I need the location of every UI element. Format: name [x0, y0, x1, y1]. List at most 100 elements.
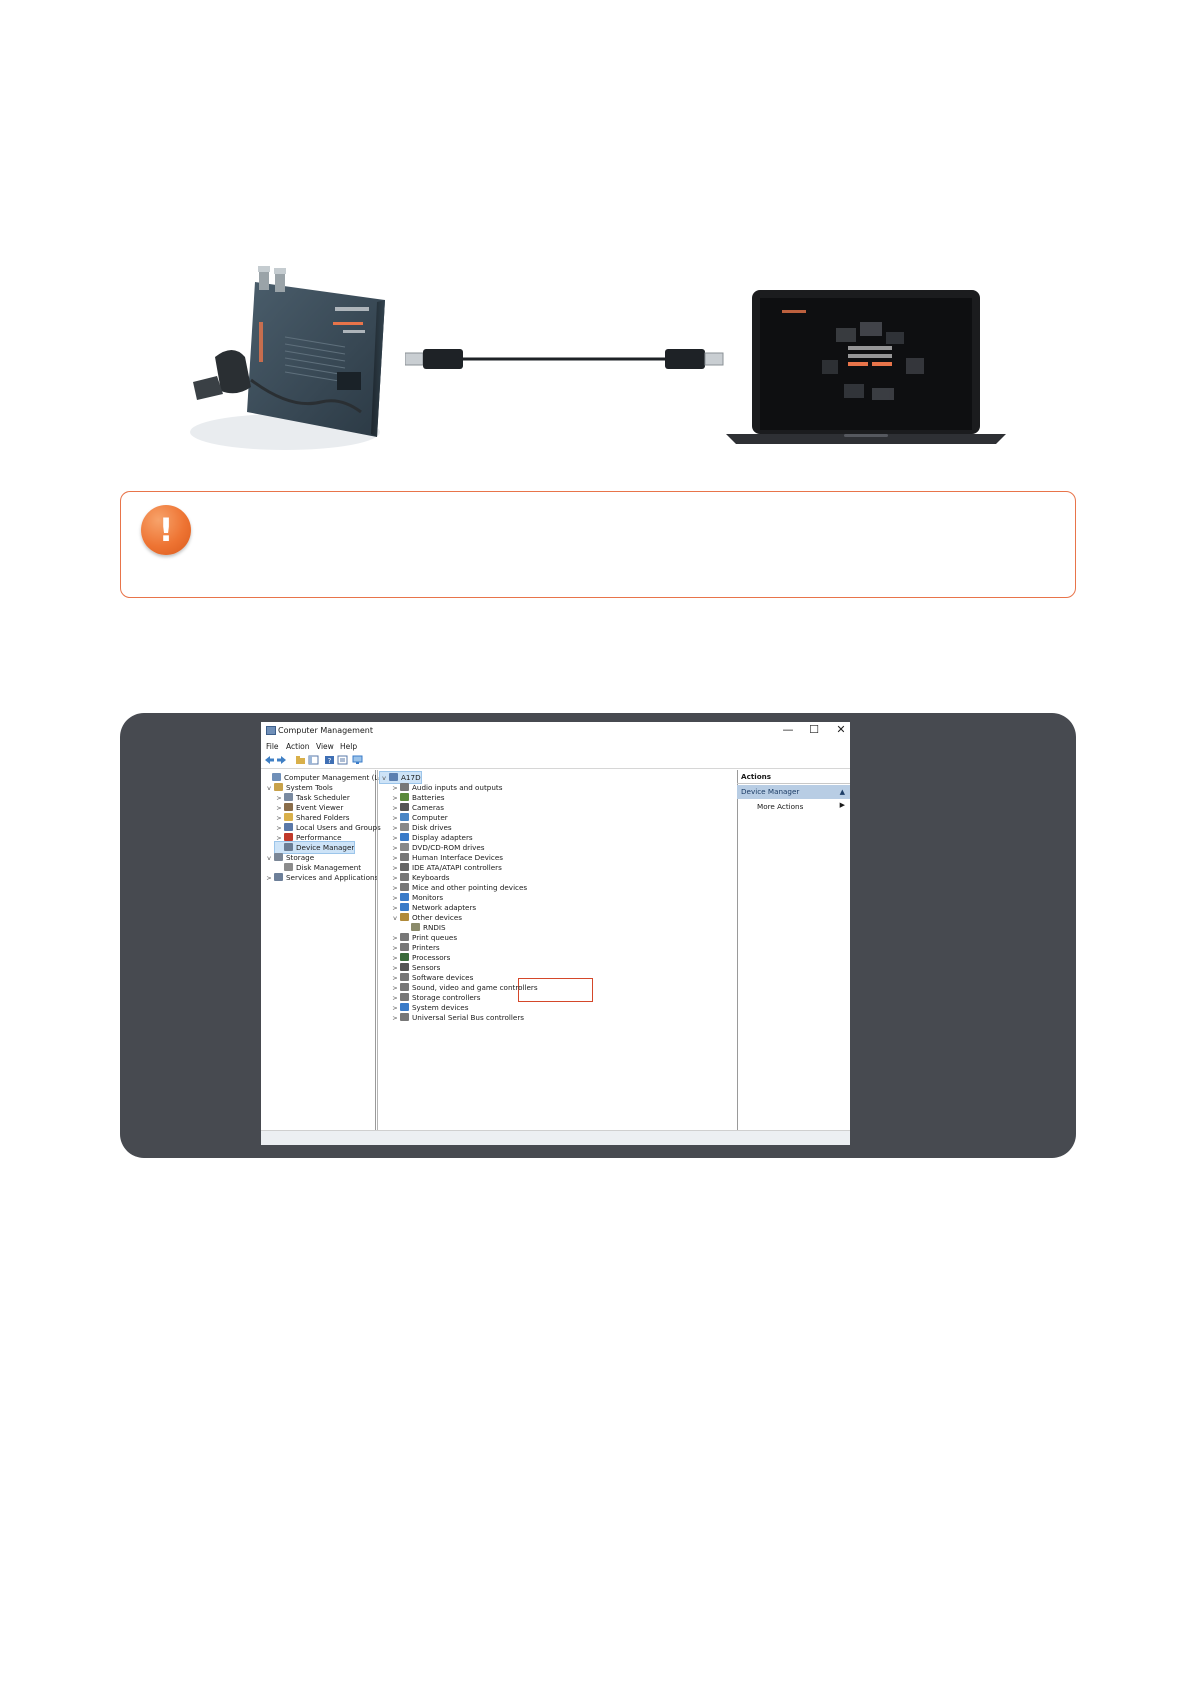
device-category-icon [400, 873, 409, 881]
console-tree-item[interactable]: >Services and Applications [265, 872, 378, 883]
device-category-icon [400, 973, 409, 981]
console-tree-item[interactable]: >Event Viewer [275, 802, 343, 813]
device-category-icon [400, 843, 409, 851]
chevron-right-icon[interactable]: > [276, 834, 282, 842]
chevron-right-icon[interactable]: > [392, 934, 398, 942]
actions-device-manager-label: Device Manager [741, 787, 800, 796]
properties-icon[interactable] [337, 755, 348, 765]
help-icon[interactable]: ? [324, 755, 335, 765]
minimize-button[interactable]: — [782, 723, 794, 736]
device-tree-item[interactable]: >Print queues [391, 932, 457, 943]
chevron-right-icon[interactable]: > [392, 864, 398, 872]
monitor-icon[interactable] [352, 755, 363, 765]
chevron-right-icon[interactable]: > [276, 804, 282, 812]
device-tree-item[interactable]: RNDIS [402, 922, 446, 933]
chevron-right-icon[interactable]: > [276, 814, 282, 822]
chevron-right-icon[interactable]: > [392, 814, 398, 822]
chevron-down-icon[interactable]: v [382, 774, 386, 782]
back-arrow-icon[interactable] [264, 755, 275, 765]
chevron-right-icon[interactable]: > [392, 994, 398, 1002]
menu-view[interactable]: View [316, 742, 334, 751]
device-tree-item[interactable]: > Software devices [391, 972, 473, 983]
device-tree-item[interactable]: >IDE ATA/ATAPI controllers [391, 862, 502, 873]
more-actions[interactable]: More Actions [757, 802, 804, 811]
device-tree-item[interactable]: >Cameras [391, 802, 444, 813]
close-button[interactable]: ✕ [836, 723, 846, 736]
chevron-right-icon[interactable]: > [392, 804, 398, 812]
device-tree-item[interactable]: > Processors [391, 952, 450, 963]
console-tree-icon[interactable] [308, 755, 319, 765]
console-tree-item[interactable]: >Performance [275, 832, 342, 843]
device-tree-label: Computer [412, 813, 448, 822]
collapse-caret-icon[interactable]: ▲ [839, 788, 845, 796]
chevron-right-icon[interactable]: > [392, 964, 398, 972]
maximize-button[interactable]: ☐ [809, 723, 819, 736]
device-category-icon [400, 903, 409, 911]
actions-device-manager[interactable]: Device Manager ▲ [737, 785, 850, 799]
console-tree-item[interactable]: > Local Users and Groups [275, 822, 381, 833]
chevron-right-icon[interactable]: > [392, 944, 398, 952]
chevron-right-icon[interactable]: > [276, 824, 282, 832]
chevron-right-icon[interactable]: > [266, 874, 272, 882]
chevron-right-icon[interactable]: > [392, 834, 398, 842]
console-tree-item[interactable]: >Shared Folders [275, 812, 350, 823]
submenu-arrow-icon[interactable]: ▶ [839, 801, 845, 809]
device-tree-item[interactable]: >DVD/CD-ROM drives [391, 842, 485, 853]
console-tree-item[interactable]: >Task Scheduler [275, 792, 350, 803]
chevron-right-icon[interactable]: > [392, 784, 398, 792]
device-tree-item[interactable]: >Sensors [391, 962, 440, 973]
chevron-right-icon[interactable]: > [276, 794, 282, 802]
console-tree-item[interactable]: Device Manager [273, 841, 356, 854]
menu-action[interactable]: Action [286, 742, 310, 751]
chevron-right-icon[interactable]: > [392, 1014, 398, 1022]
device-category-icon [274, 853, 283, 861]
chevron-right-icon[interactable]: > [392, 854, 398, 862]
forward-arrow-icon[interactable] [276, 755, 287, 765]
chevron-right-icon[interactable]: > [392, 954, 398, 962]
menu-file[interactable]: File [266, 742, 279, 751]
device-tree-item[interactable]: >Monitors [391, 892, 443, 903]
chevron-right-icon[interactable]: > [392, 884, 398, 892]
chevron-right-icon[interactable]: > [392, 844, 398, 852]
device-tree-item[interactable]: >Display adapters [391, 832, 473, 843]
device-tree-item[interactable]: >Universal Serial Bus controllers [391, 1012, 524, 1023]
device-tree-item[interactable]: >Printers [391, 942, 440, 953]
device-tree-item[interactable]: >Batteries [391, 792, 445, 803]
console-tree-item[interactable]: Computer Management (Local) [263, 772, 396, 783]
device-tree-item[interactable]: >Sound, video and game controllers [391, 982, 538, 993]
device-tree-label: Software devices [412, 973, 474, 982]
chevron-right-icon[interactable]: > [392, 824, 398, 832]
device-tree-item[interactable]: >Audio inputs and outputs [391, 782, 503, 793]
device-tree-item[interactable]: >System devices [391, 1002, 468, 1013]
device-tree-item[interactable]: > Computer [391, 812, 448, 823]
folder-up-icon[interactable] [295, 755, 306, 765]
chevron-down-icon[interactable]: v [393, 914, 397, 922]
console-tree-label: Local Users and Groups [296, 823, 381, 832]
device-tree-label: Processors [412, 953, 451, 962]
device-category-icon [284, 793, 293, 801]
device-tree-item[interactable]: >Mice and other pointing devices [391, 882, 527, 893]
device-tree-item[interactable]: >Human Interface Devices [391, 852, 503, 863]
chevron-right-icon[interactable]: > [392, 894, 398, 902]
toolbar: ? [261, 753, 850, 769]
chevron-right-icon[interactable]: > [392, 974, 398, 982]
chevron-right-icon[interactable]: > [392, 984, 398, 992]
chevron-down-icon[interactable]: v [267, 854, 271, 862]
chevron-down-icon[interactable]: v [267, 784, 271, 792]
device-tree-item[interactable]: > Network adapters [391, 902, 476, 913]
chevron-right-icon[interactable]: > [392, 904, 398, 912]
device-tree-label: Network adapters [412, 903, 477, 912]
menu-help[interactable]: Help [340, 742, 358, 751]
chevron-right-icon[interactable]: > [392, 794, 398, 802]
device-tree-item[interactable]: >Disk drives [391, 822, 452, 833]
device-tree-item[interactable]: >Keyboards [391, 872, 450, 883]
chevron-right-icon[interactable]: > [392, 1004, 398, 1012]
device-category-icon [400, 793, 409, 801]
chevron-right-icon[interactable]: > [392, 874, 398, 882]
console-tree-item[interactable]: Disk Management [275, 862, 361, 873]
device-tree-item[interactable]: >Storage controllers [391, 992, 480, 1003]
